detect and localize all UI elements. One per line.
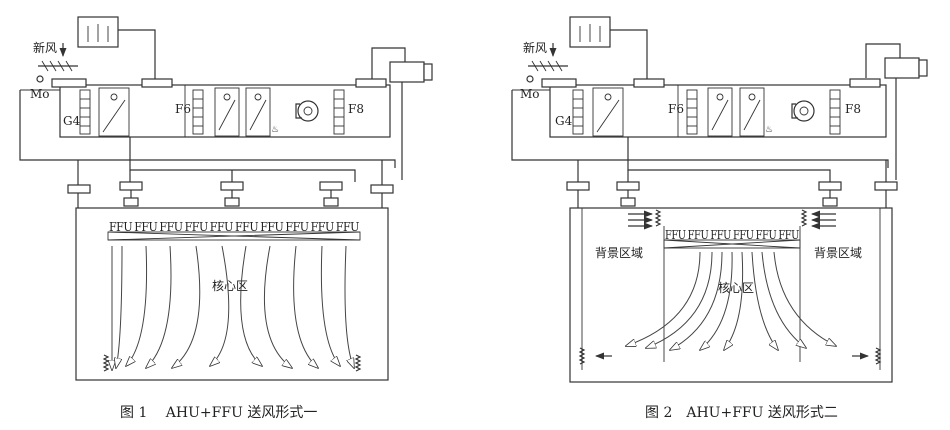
filter-stack [829, 89, 841, 135]
coil-section [214, 87, 240, 137]
ffu-label: FFU [665, 228, 686, 242]
ffu-label: FFU [285, 220, 309, 234]
ffu-label: FFU [778, 228, 799, 242]
background-zone-left: 背景区域 [595, 246, 643, 260]
ffu-label: FFU [733, 228, 754, 242]
damper [633, 78, 665, 88]
figure-1-caption: 图 1 AHU+FFU 送风形式一 [120, 405, 317, 421]
airflow-lines [595, 251, 869, 360]
damper [220, 181, 244, 191]
motor-icon [36, 75, 44, 83]
damper [119, 181, 143, 191]
ffu-label: FFU [311, 220, 335, 234]
airflow-lines [628, 210, 836, 230]
motor-label: Mo [30, 87, 50, 101]
coil-section [707, 87, 733, 137]
fan-icon [295, 100, 319, 122]
motor-label: Mo [520, 87, 540, 101]
return-grille [102, 354, 362, 372]
motor-icon [526, 75, 534, 83]
ffu-label: FFU [688, 228, 709, 242]
filter-stack [192, 89, 204, 135]
filter-stack [572, 89, 584, 135]
damper [51, 78, 87, 88]
ffu-label: FFU [159, 220, 183, 234]
figure-1: 新风 Mo G4 F6 ♨ [19, 16, 433, 421]
damper [370, 184, 394, 194]
cleanroom [569, 207, 893, 383]
ffu-row [107, 231, 361, 241]
filter-stack [79, 89, 91, 135]
filter-label-f6: F6 [668, 102, 684, 116]
damper [67, 184, 91, 194]
svg-text:♨: ♨ [765, 125, 773, 135]
return-grille [578, 209, 882, 365]
ffu-label: FFU [134, 220, 158, 234]
ffu-label: FFU [210, 220, 234, 234]
ffu-label: FFU [235, 220, 259, 234]
damper [141, 78, 173, 88]
fan-icon [791, 100, 815, 122]
ffu-label: FFU [109, 220, 133, 234]
svg-text:♨: ♨ [271, 125, 279, 135]
ffu-label: FFU [710, 228, 731, 242]
damper [616, 181, 640, 191]
ffu-label: FFU [260, 220, 284, 234]
filter-label-f8: F8 [348, 102, 364, 116]
filter-stack [686, 89, 698, 135]
figure-2-caption: 图 2 AHU+FFU 送风形式二 [645, 405, 838, 421]
damper [818, 181, 842, 191]
damper [566, 181, 590, 191]
filter-stack [333, 89, 345, 135]
figure-2: 新风 Mo G4 F6 ♨ [511, 16, 928, 421]
filter-label-g4: G4 [555, 114, 573, 128]
ffu-label: FFU [756, 228, 777, 242]
filter-label-f6: F6 [175, 102, 191, 116]
fresh-air-label: 新风 [33, 40, 57, 55]
airflow-lines [112, 245, 354, 370]
return-duct-left [19, 90, 396, 168]
core-zone-label: 核心区 [718, 281, 754, 295]
damper [874, 181, 898, 191]
coil-section [245, 87, 271, 137]
background-zone-right: 背景区域 [814, 246, 862, 260]
ffu-label: FFU [336, 220, 360, 234]
controller-box-right [884, 57, 920, 79]
damper [541, 78, 577, 88]
fresh-air-label: 新风 [523, 40, 547, 55]
filter-label-f8: F8 [845, 102, 861, 116]
coil-section [592, 87, 624, 137]
controller-box-right [389, 61, 425, 83]
coil-section [739, 87, 765, 137]
core-zone-label: 核心区 [212, 279, 248, 293]
coil-section [98, 87, 130, 137]
ffu-label: FFU [185, 220, 209, 234]
damper [849, 78, 881, 88]
damper [355, 78, 387, 88]
return-duct-left [511, 90, 889, 168]
damper [319, 181, 343, 191]
filter-label-g4: G4 [63, 114, 81, 128]
